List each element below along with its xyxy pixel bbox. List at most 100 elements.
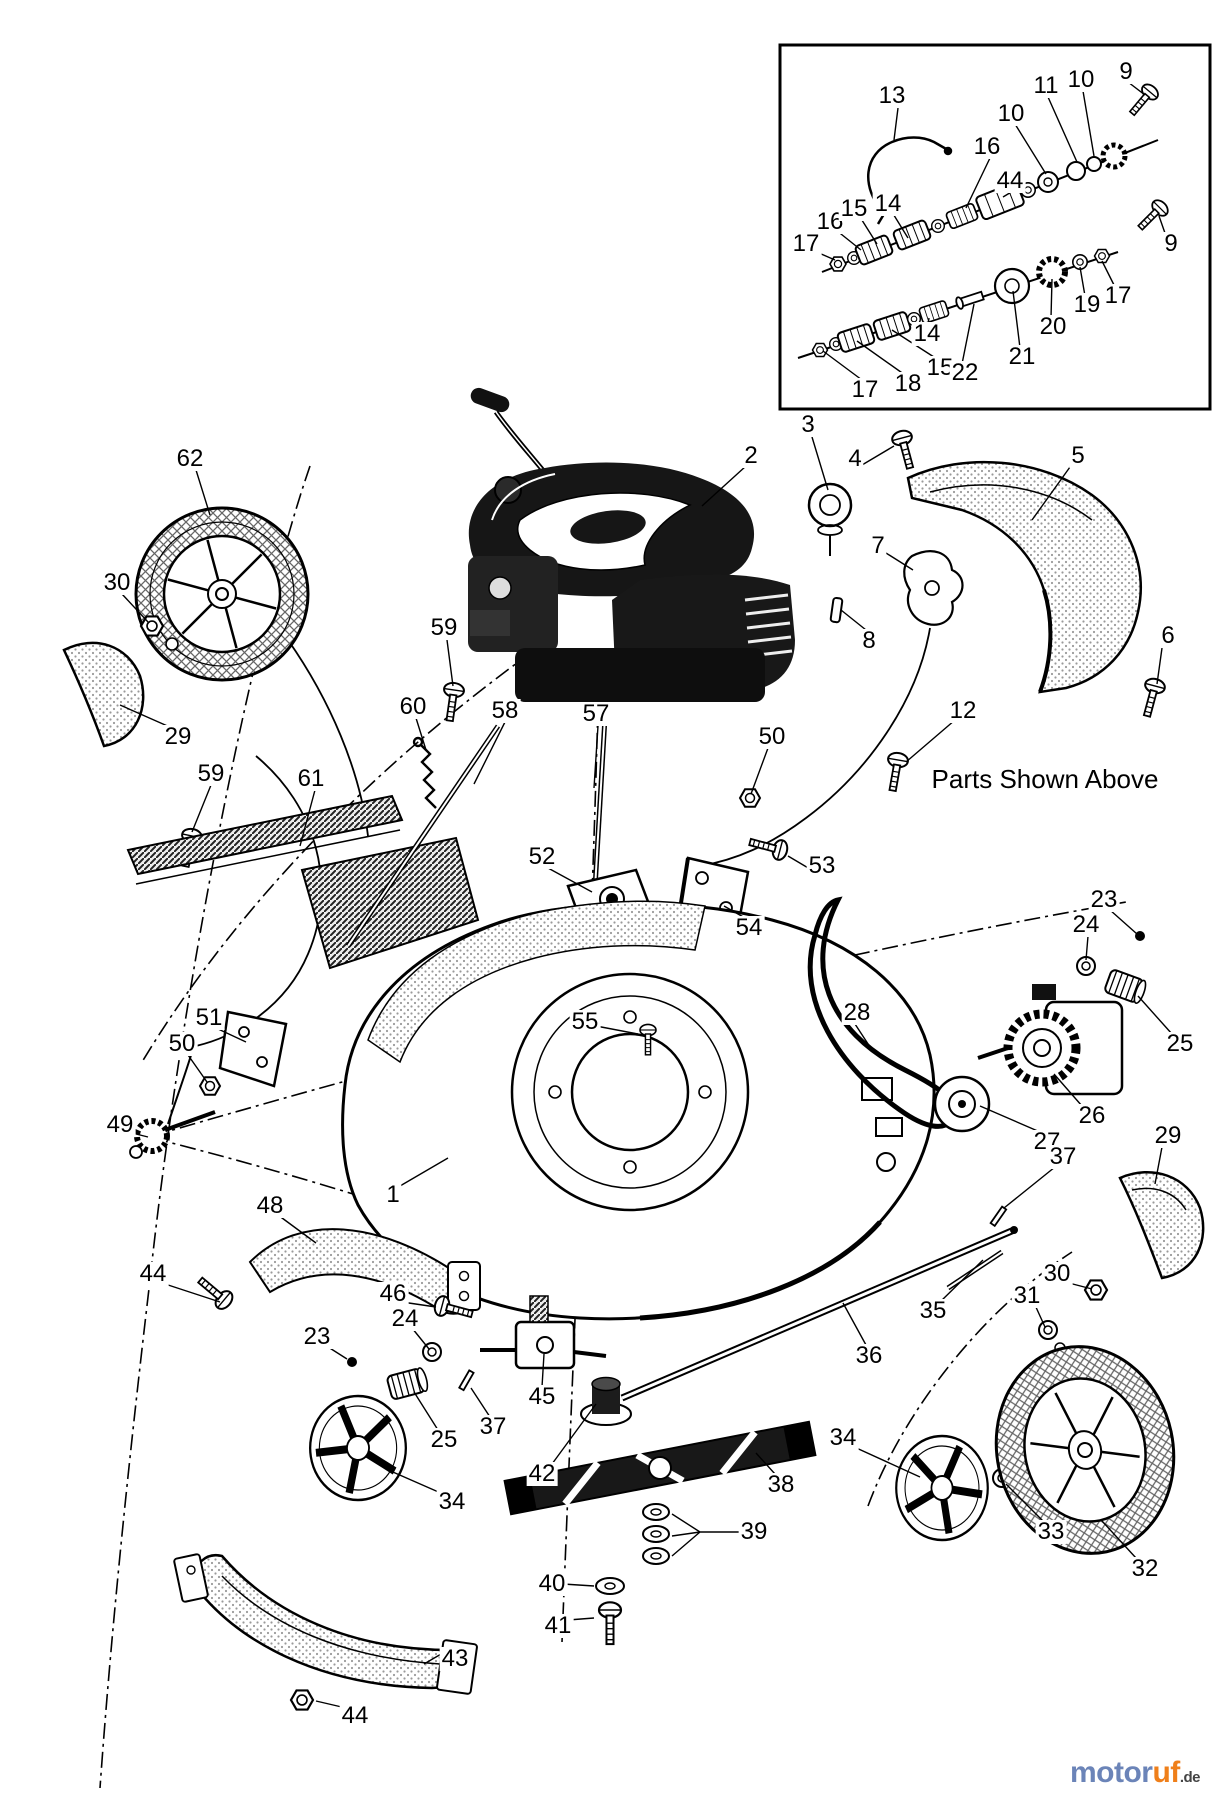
watermark-brand-left: motor: [1069, 1756, 1153, 1789]
washer-31: [1038, 1320, 1058, 1340]
callout-37: 37: [1047, 1143, 1079, 1170]
callout-42: 42: [526, 1460, 558, 1487]
callout-37: 37: [477, 1413, 509, 1440]
spring-60: [412, 736, 437, 809]
callout-2: 2: [742, 442, 760, 469]
washer-front: [165, 637, 179, 651]
parts-shown-above-note: Parts Shown Above: [928, 766, 1162, 792]
deflector-rear-right: [1118, 1170, 1205, 1280]
pin-23-left: [347, 1357, 357, 1367]
callout-23: 23: [1088, 886, 1120, 913]
callout-43: 43: [439, 1645, 471, 1672]
callout-35: 35: [917, 1297, 949, 1324]
watermark-brand-right: uf: [1152, 1756, 1180, 1789]
leader-lines: [119, 436, 1173, 1709]
callout-59: 59: [428, 614, 460, 641]
callout-7: 7: [869, 532, 887, 559]
callout-50: 50: [756, 723, 788, 750]
callout-30: 30: [101, 569, 133, 596]
callout-19: 19: [1071, 291, 1103, 318]
callout-24: 24: [389, 1305, 421, 1332]
callout-17: 17: [790, 230, 822, 257]
callout-54: 54: [733, 914, 765, 941]
watermark-logo: motoruf.de: [1069, 1756, 1201, 1790]
bolt-6: [1136, 675, 1168, 720]
callout-59: 59: [195, 760, 227, 787]
callout-33: 33: [1035, 1518, 1067, 1545]
roller-shaft-upper: [821, 80, 1172, 273]
callout-27: 27: [1031, 1128, 1063, 1155]
callout-10: 10: [1065, 66, 1097, 93]
bushing-42: [580, 1376, 632, 1426]
callout-41: 41: [542, 1612, 574, 1639]
callout-17: 17: [1102, 282, 1134, 309]
nut-44-bottom: [289, 1689, 315, 1711]
callout-10: 10: [995, 100, 1027, 127]
callout-28: 28: [841, 999, 873, 1026]
callout-21: 21: [1006, 343, 1038, 370]
nut-50-left: [199, 1076, 221, 1096]
callout-44: 44: [339, 1702, 371, 1729]
callout-22: 22: [949, 359, 981, 386]
callout-50: 50: [166, 1030, 198, 1057]
callout-60: 60: [397, 693, 429, 720]
callout-9: 9: [1117, 58, 1135, 85]
bolt-53: [746, 831, 791, 863]
pin-23-right: [1135, 931, 1145, 941]
callout-36: 36: [853, 1342, 885, 1369]
callout-12: 12: [947, 697, 979, 724]
chute-wedge-58: [300, 724, 501, 970]
rear-skirt-43: [173, 1553, 478, 1695]
callout-31: 31: [1011, 1282, 1043, 1309]
pulley-3: [807, 482, 853, 556]
bolt-41: [597, 1601, 623, 1646]
callout-30: 30: [1041, 1260, 1073, 1287]
dipstick-handle: [470, 387, 510, 413]
callout-58: 58: [489, 697, 521, 724]
bracket-45: [480, 1295, 607, 1370]
nut-30-right: [1083, 1279, 1109, 1301]
callout-26: 26: [1076, 1102, 1108, 1129]
mower-deck: [341, 900, 936, 1321]
wheel-hub-right: [889, 1428, 995, 1548]
engine-base: [515, 648, 765, 702]
callout-46: 46: [377, 1280, 409, 1307]
callout-38: 38: [765, 1471, 797, 1498]
drive-belt-28: [807, 896, 956, 1129]
callout-62: 62: [174, 445, 206, 472]
callout-5: 5: [1069, 442, 1087, 469]
fuel-cap: [494, 476, 522, 504]
wheel-front-left: [134, 506, 310, 682]
callout-44: 44: [994, 167, 1026, 194]
bolt-59-top: [438, 680, 466, 724]
handle-channel-61: [126, 794, 404, 885]
callout-17: 17: [849, 376, 881, 403]
callout-8: 8: [860, 627, 878, 654]
washer-40: [595, 1577, 625, 1595]
callout-16: 16: [971, 133, 1003, 160]
callout-34: 34: [436, 1488, 468, 1515]
callout-18: 18: [892, 370, 924, 397]
callout-14: 14: [911, 320, 943, 347]
deflector-front-left: [62, 641, 145, 748]
callout-3: 3: [799, 411, 817, 438]
callout-15: 15: [838, 195, 870, 222]
bolt-4: [889, 427, 921, 472]
wheel-hub-left: [301, 1386, 414, 1509]
bracket-51: [218, 1010, 288, 1088]
callout-45: 45: [526, 1383, 558, 1410]
nut-30-front: [139, 615, 165, 637]
axle-rod-36: [620, 1226, 1018, 1402]
callout-44: 44: [137, 1260, 169, 1287]
callout-20: 20: [1037, 313, 1069, 340]
inset-box: [778, 43, 1212, 411]
roller-shaft-lower: [797, 248, 1119, 359]
callout-40: 40: [536, 1570, 568, 1597]
cover-5: [906, 460, 1142, 694]
callout-39: 39: [738, 1518, 770, 1545]
callout-29: 29: [162, 723, 194, 750]
callout-49: 49: [104, 1111, 136, 1138]
callout-51: 51: [193, 1004, 225, 1031]
callout-6: 6: [1159, 622, 1177, 649]
